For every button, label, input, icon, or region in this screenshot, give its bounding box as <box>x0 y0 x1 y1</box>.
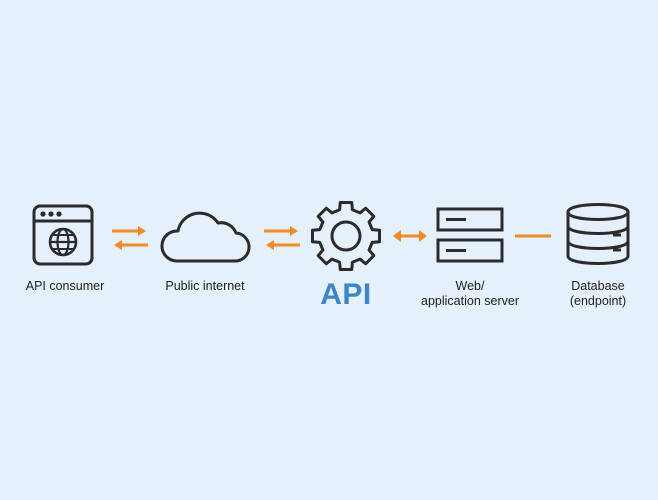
connector-line-server-database <box>514 233 552 239</box>
public-internet-label: Public internet <box>165 279 245 293</box>
double-arrow-internet-api <box>262 223 302 253</box>
database-label-line1: Database <box>571 279 625 293</box>
web-server-label: Web/ application server <box>410 279 530 309</box>
database-label-line2: (endpoint) <box>569 294 627 308</box>
database-label: Database (endpoint) <box>546 279 650 309</box>
gear-icon <box>308 198 384 274</box>
web-server-label-line1: Web/ <box>455 279 485 293</box>
server-icon <box>436 207 504 263</box>
api-label: API <box>320 278 372 311</box>
api-consumer-label: API consumer <box>25 279 105 293</box>
database-icon <box>564 200 632 268</box>
double-arrow-consumer-internet <box>110 223 150 253</box>
web-server-label-line2: application server <box>421 294 519 308</box>
cloud-icon <box>160 205 251 265</box>
browser-globe-icon <box>32 204 94 266</box>
bidirectional-arrow-api-server <box>392 226 428 246</box>
